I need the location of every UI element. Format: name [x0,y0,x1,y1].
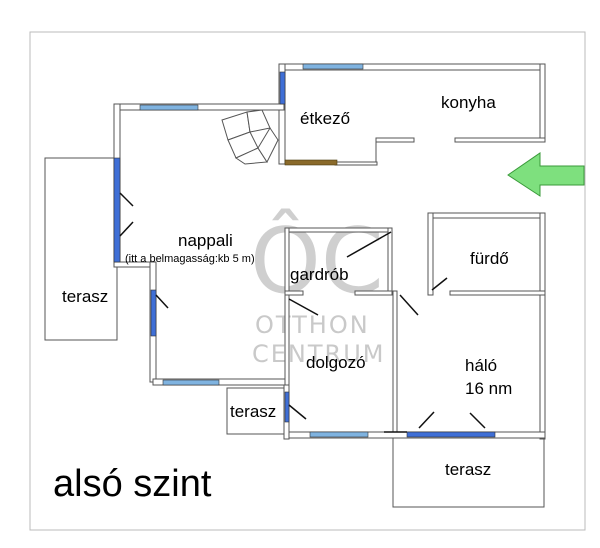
wall-dining-bottom [334,161,378,166]
room-label-dolgozo: dolgozó [306,353,366,372]
wall-bath-bottom [449,290,546,296]
window [302,63,364,70]
stair-threshold [284,159,338,166]
sheet-border [29,31,586,531]
room-label-terasz-left: terasz [62,287,108,306]
wall-gardrob-left [284,227,290,391]
floor-title: alsó szint [53,463,212,505]
watermark-line1: OTTHON [255,311,370,339]
terrace-left [44,157,118,341]
door-swing [119,221,134,237]
window [406,431,496,438]
door-swing [346,231,392,258]
door-swing [288,298,319,316]
room-label-etkezo: étkező [300,109,350,128]
room-area-halo: 16 nm [465,379,512,398]
room-label-konyha: konyha [441,93,496,112]
room-label-nappali: nappali [178,231,233,250]
watermark-logo: ÔC [250,207,384,314]
window [150,289,157,337]
watermark: ÔC OTTHON CENTRUM [250,207,385,368]
wall-kitchen-bottom-mid [375,137,415,143]
wall-gardrob-right [387,227,393,295]
room-note-nappali: (itt a belmagasság:kb 5 m) [125,253,255,265]
wall-left-dining [278,63,286,165]
entrance-arrow-icon [507,152,585,197]
window [139,104,199,111]
wall-right-kitchen [539,63,546,141]
spiral-stairs-icon [221,109,279,165]
door-swing [469,412,486,429]
wall-study-right [392,290,398,438]
door-swing [155,294,169,309]
door-swing [288,404,307,420]
wall-gardrob-bottom [354,290,393,296]
room-label-terasz-small: terasz [230,402,276,421]
window [309,431,369,438]
watermark-line2: CENTRUM [252,340,385,368]
room-label-gardrob: gardrób [290,265,349,284]
room-label-furdo: fürdő [470,249,509,268]
window [162,379,220,386]
door-swing [399,294,419,316]
wall-bath-box [427,212,546,219]
room-label-halo: háló [465,356,497,375]
wall-bath-right [539,212,546,440]
door-swing [418,411,435,429]
window [284,391,290,423]
wall-gardrob-top [284,227,393,233]
window [279,71,286,105]
window [113,157,121,263]
door-swing [119,192,134,207]
door-swing [431,277,448,291]
wall-bath-left [427,212,434,296]
wall-study-top [284,290,304,296]
room-label-terasz-bottom: terasz [445,460,491,479]
wall-kitchen-bottom-right [454,137,546,143]
